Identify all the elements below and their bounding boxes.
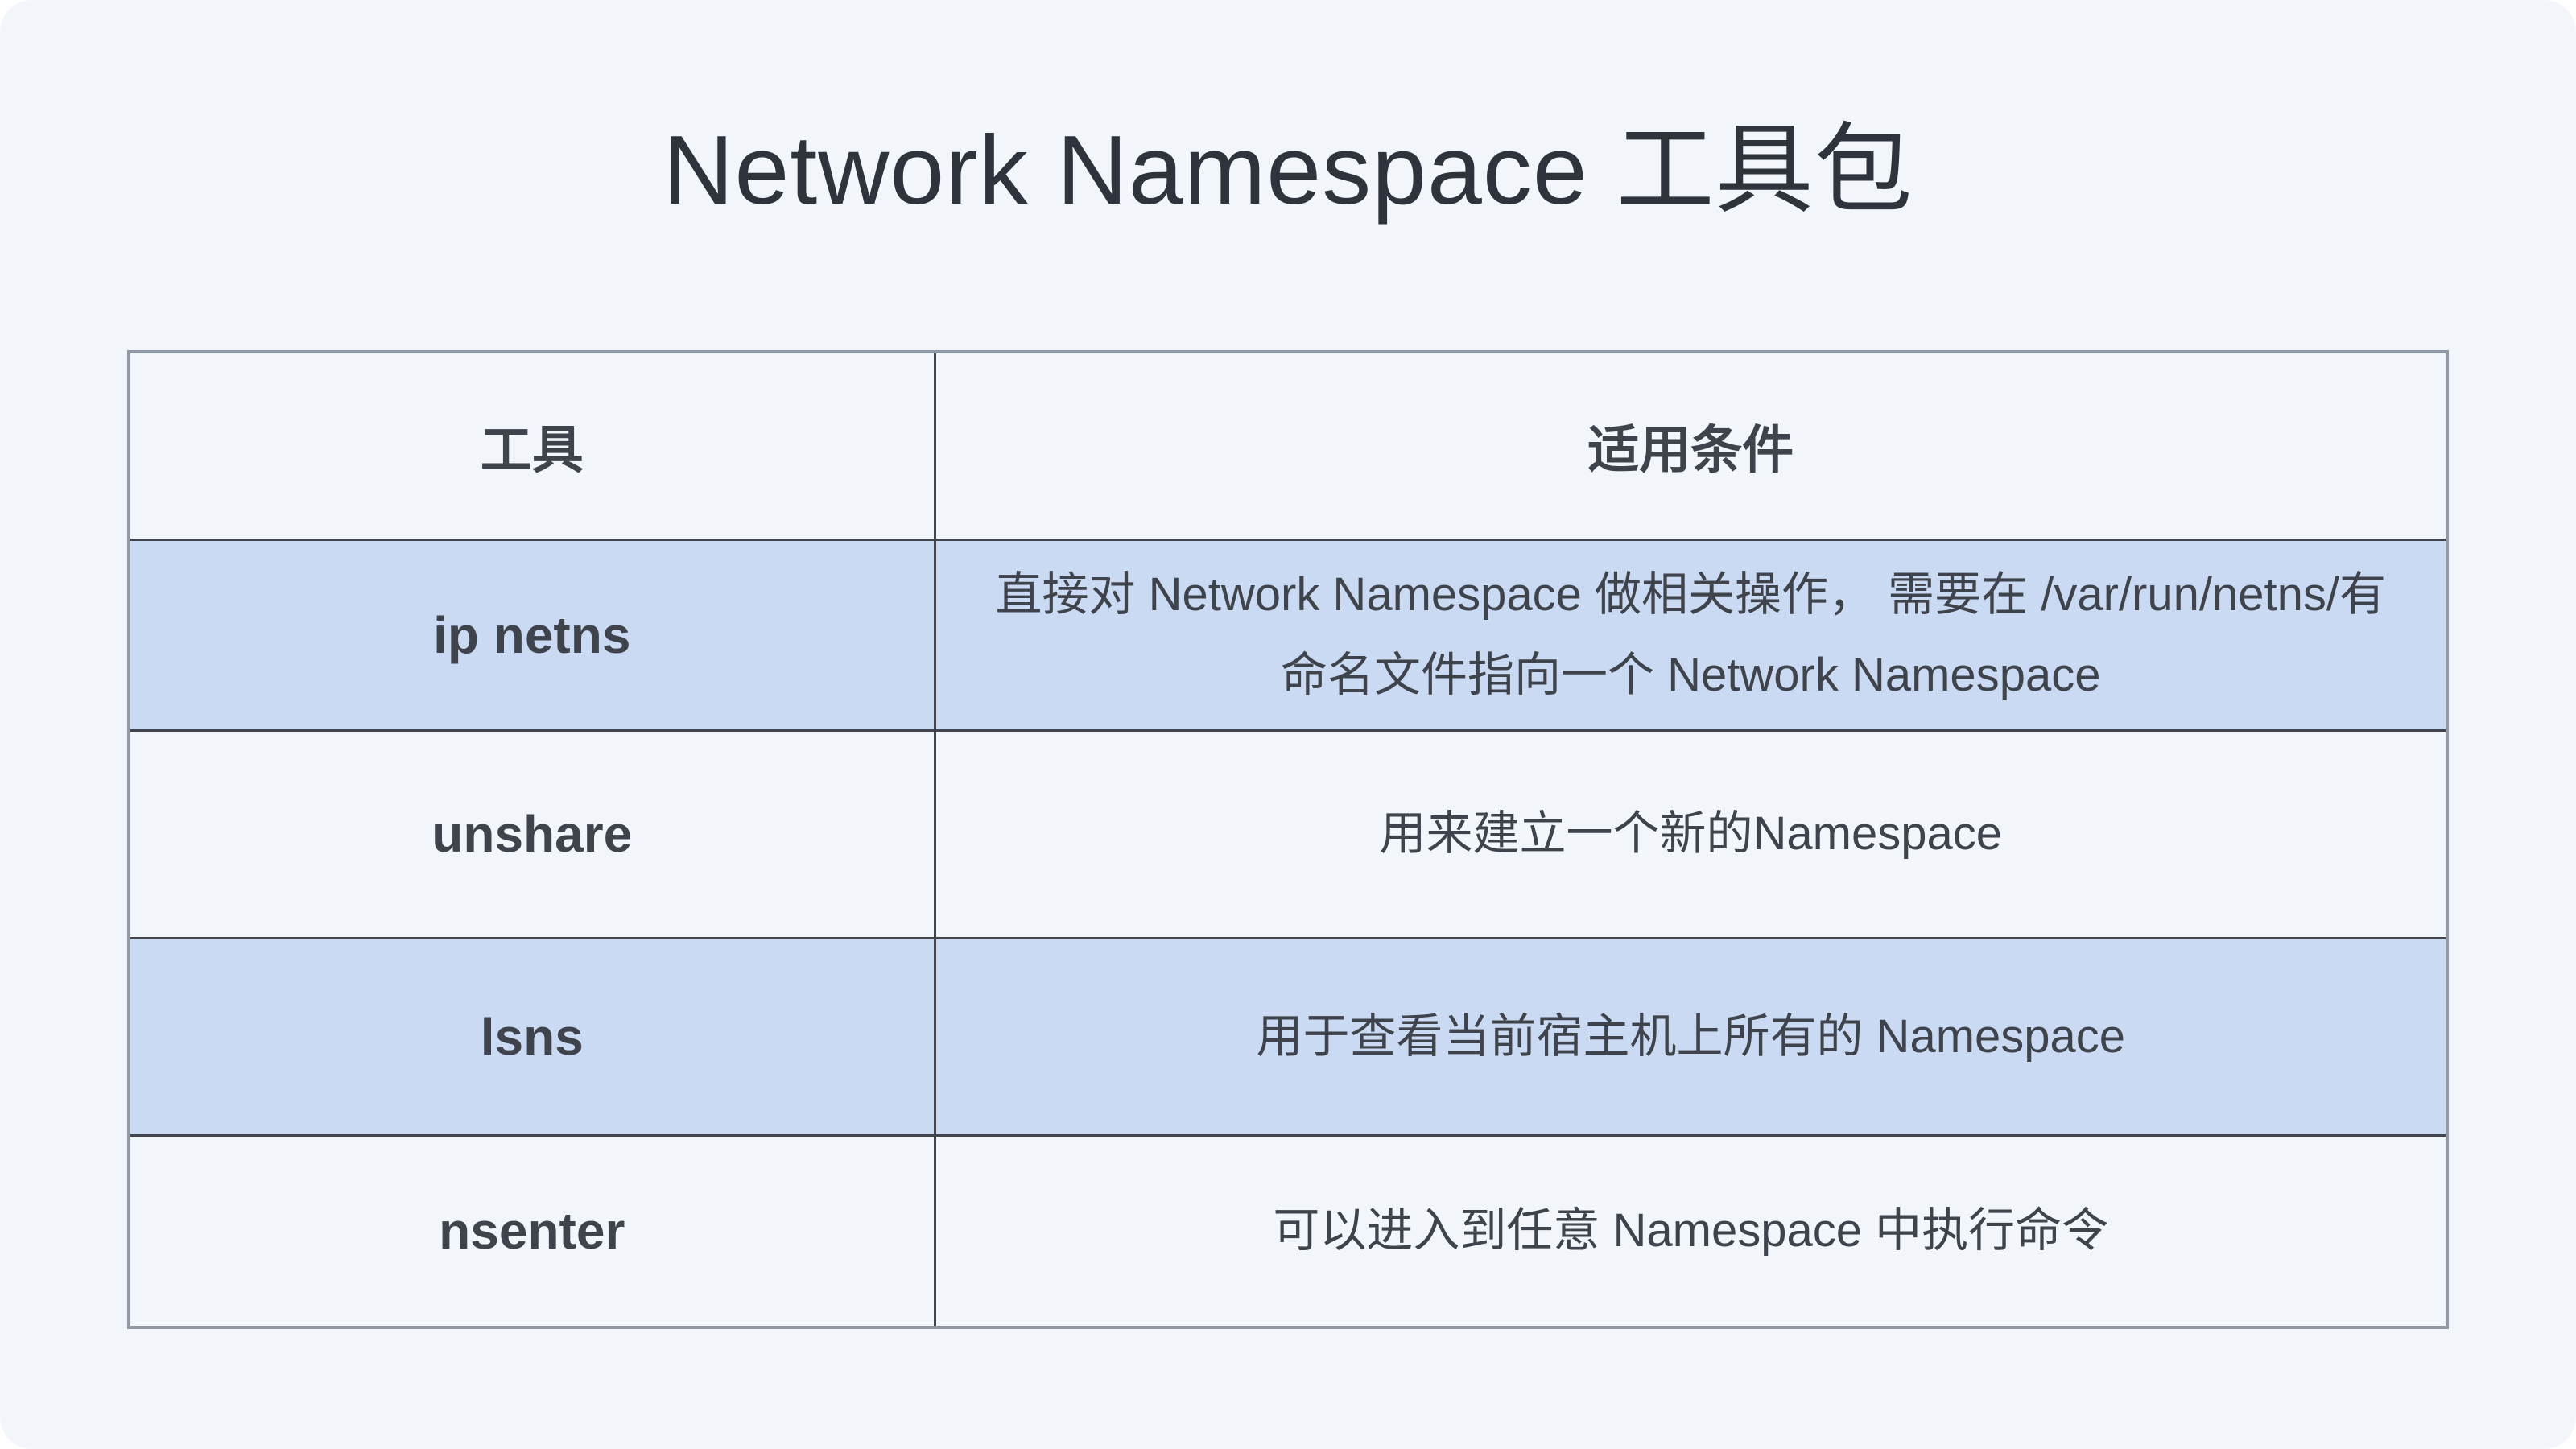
table-body: ip netns 直接对 Network Namespace 做相关操作， 需要… (127, 538, 2449, 1329)
condition-cell: 可以进入到任意 Namespace 中执行命令 (933, 1133, 2449, 1329)
condition-cell: 用于查看当前宿主机上所有的 Namespace (933, 936, 2449, 1137)
condition-cell: 直接对 Network Namespace 做相关操作， 需要在 /var/ru… (933, 538, 2449, 732)
tool-name-cell: nsenter (127, 1133, 936, 1329)
page-title: Network Namespace 工具包 (663, 115, 1913, 225)
tool-name-cell: unshare (127, 729, 936, 939)
tool-name-cell: ip netns (127, 538, 936, 732)
tools-table: 工具 适用条件 ip netns 直接对 Network Namespace 做… (127, 350, 2449, 1329)
table-header: 工具 适用条件 (127, 350, 2449, 541)
table-row: nsenter 可以进入到任意 Namespace 中执行命令 (127, 1133, 2449, 1329)
column-header-tool: 工具 (127, 350, 936, 541)
column-header-condition: 适用条件 (933, 350, 2449, 541)
table-row: ip netns 直接对 Network Namespace 做相关操作， 需要… (127, 538, 2449, 732)
table-row: lsns 用于查看当前宿主机上所有的 Namespace (127, 936, 2449, 1137)
condition-cell: 用来建立一个新的Namespace (933, 729, 2449, 939)
tool-name-cell: lsns (127, 936, 936, 1137)
table-row: unshare 用来建立一个新的Namespace (127, 729, 2449, 939)
header-row: 工具 适用条件 (127, 350, 2449, 541)
